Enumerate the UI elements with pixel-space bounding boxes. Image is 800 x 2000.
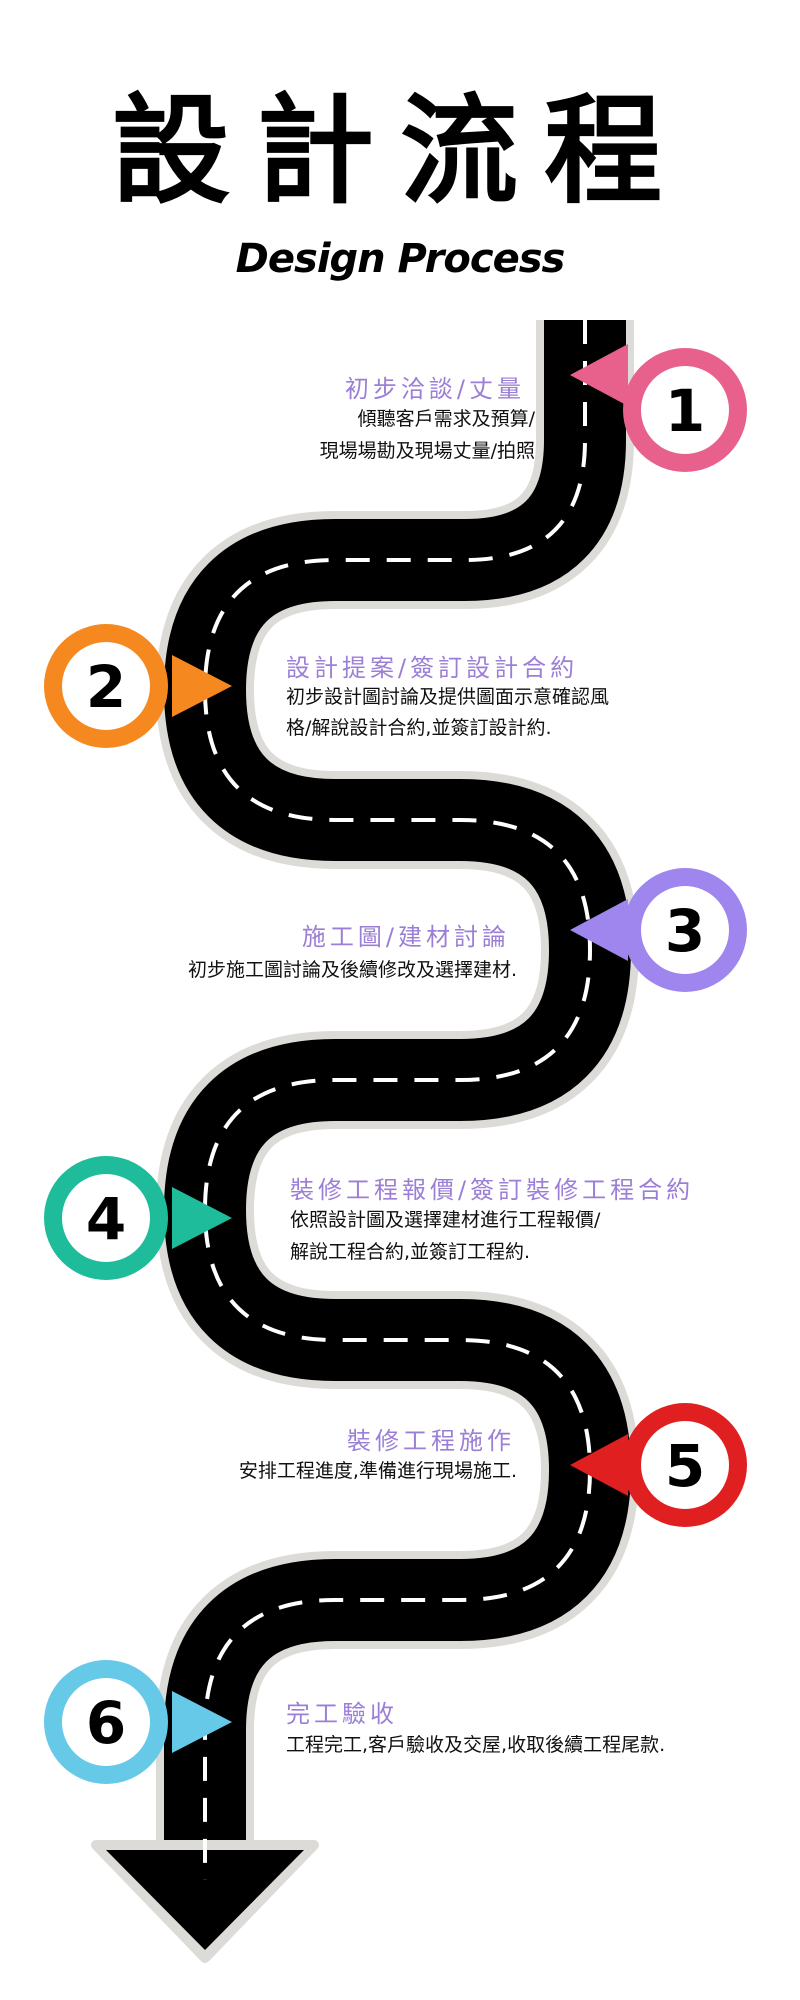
step-5-desc-line-1: 安排工程進度,準備進行現場施工. <box>238 1460 517 1482</box>
step-2-desc-line-1: 初步設計圖討論及提供圖面示意確認風 <box>286 686 610 708</box>
step-2-desc-line-2: 格/解說設計合約,並簽訂設計約. <box>286 717 552 739</box>
step-4-pin <box>172 1187 232 1249</box>
step-6-title: 完工驗收 <box>286 1700 398 1728</box>
step-1-number: 1 <box>665 377 705 445</box>
step-4-desc-line-2: 解說工程合約,並簽訂工程約. <box>290 1241 531 1263</box>
step-4-desc-line-1: 依照設計圖及選擇建材進行工程報價/ <box>290 1209 601 1231</box>
step-3-title: 施工圖/建材討論 <box>301 923 510 951</box>
step-6-pin <box>172 1691 232 1753</box>
step-1-pin <box>570 344 628 406</box>
page-title: 設計流程 <box>111 82 688 220</box>
step-2-title: 設計提案/簽訂設計合約 <box>286 654 579 682</box>
step-1-desc-line-2: 現場場勘及現場丈量/拍照 <box>319 440 535 462</box>
step-2-number: 2 <box>86 653 126 721</box>
step-5-pin <box>570 1434 628 1496</box>
step-2-pin <box>172 655 232 717</box>
step-3-number: 3 <box>665 897 705 965</box>
step-5-number: 5 <box>665 1432 705 1500</box>
step-4-number: 4 <box>86 1185 126 1253</box>
step-3-pin <box>570 899 628 961</box>
step-1-desc-line-1: 傾聽客戶需求及預算/ <box>357 408 535 430</box>
step-5-title: 裝修工程施作 <box>347 1427 515 1455</box>
page-subtitle: Design Process <box>235 236 566 282</box>
step-6-desc-line-1: 工程完工,客戶驗收及交屋,收取後續工程尾款. <box>286 1734 666 1756</box>
step-6-number: 6 <box>86 1689 126 1757</box>
step-3-desc-line-1: 初步施工圖討論及後續修改及選擇建材. <box>187 959 517 981</box>
step-1-title: 初步洽談/丈量 <box>344 375 525 403</box>
step-4-title: 裝修工程報價/簽訂裝修工程合約 <box>290 1176 695 1204</box>
